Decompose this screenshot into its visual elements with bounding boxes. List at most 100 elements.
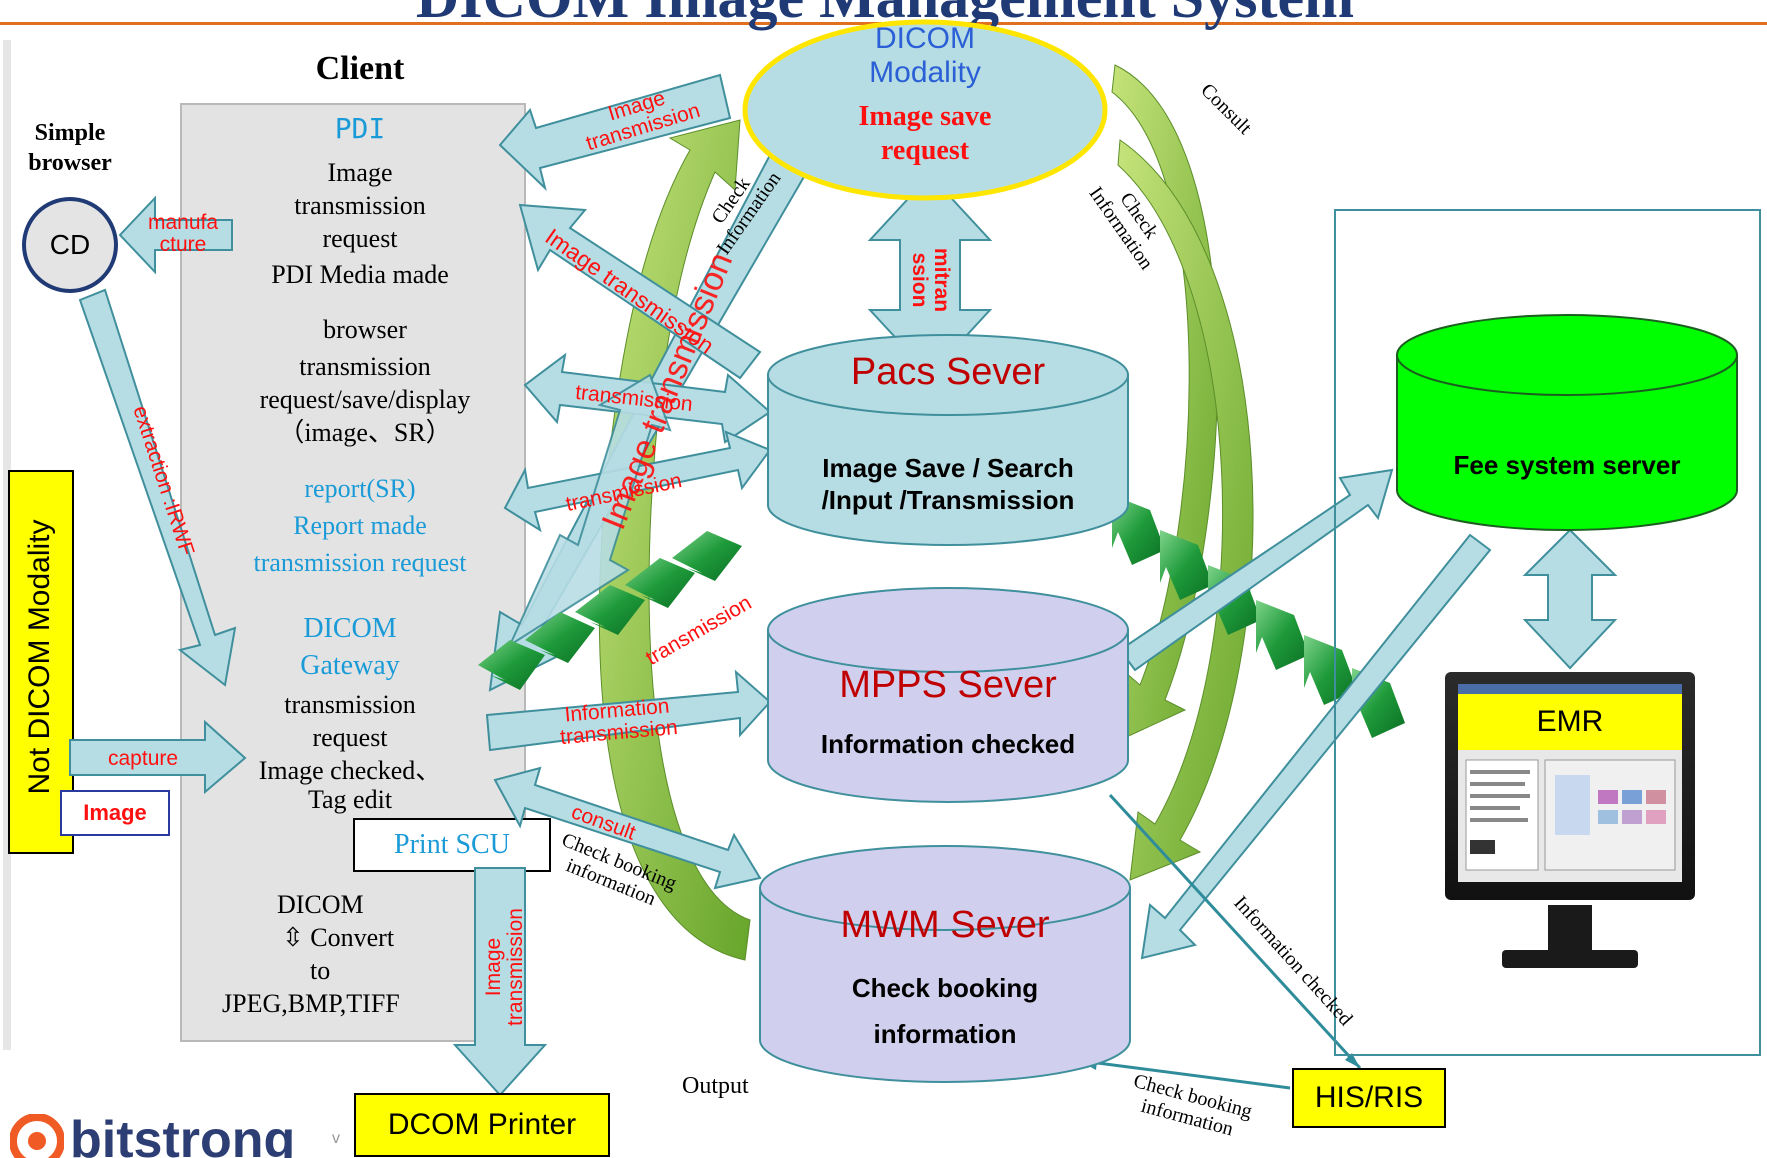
capture-arrow: [69, 719, 247, 795]
modality-ellipse: [742, 19, 1108, 201]
image-save-request-line: request: [880, 135, 970, 166]
mpps-title: MPPS Sever: [839, 664, 1057, 706]
pdi-line: transmission: [294, 191, 426, 220]
browser-line: browser: [323, 315, 407, 344]
fee-mwm-arrow: [1140, 533, 1492, 960]
convert-line: DICOM: [277, 890, 364, 919]
report-text: report(SR) Report made transmission requ…: [215, 470, 505, 581]
his-ris-label: HIS/RIS: [1314, 1081, 1424, 1114]
cd-disc: CD: [22, 197, 118, 293]
gateway-detail-line: transmission: [284, 690, 416, 719]
fee-emr-double-arrow: [1522, 528, 1618, 670]
logo-fragment: v: [332, 1130, 340, 1147]
label-line: manufa: [147, 211, 219, 234]
pacs-to-pdi-arrow: [518, 203, 762, 380]
fee-title: Fee system server: [1453, 450, 1681, 480]
pdi-line: request: [322, 224, 398, 253]
gateway-detail-line: Tag edit: [307, 785, 393, 814]
pacs-detail-line: Image Save / Search: [822, 453, 1074, 483]
extraction-arrow: [78, 288, 237, 687]
modality-to-pdi-arrow: [498, 73, 732, 192]
pdi-line: Image: [327, 158, 393, 187]
simple-browser-line: browser: [28, 150, 112, 176]
fee-cylinder: [1396, 314, 1738, 531]
modality-title-line: Modality: [869, 56, 981, 89]
logo-text: bitstrong: [70, 1111, 296, 1158]
browser-text: browser transmission request/save/displa…: [225, 313, 505, 449]
label-line: mitran: [930, 247, 953, 313]
his-ris-box: HIS/RIS: [1292, 1068, 1446, 1128]
print-arrow: [452, 867, 548, 1097]
convert-line: to: [310, 956, 331, 985]
browser-line: request/save/display: [259, 385, 471, 414]
right-curve-arrow-2: [1117, 139, 1254, 881]
mpps-hisris-arrowhead: [1345, 1053, 1360, 1068]
simple-browser-label: Simple browser: [10, 118, 130, 178]
mitransssion-label: mitran ssion: [908, 230, 953, 330]
gateway-mpps-arrow: [485, 669, 772, 752]
mwm-detail: Check booking information: [760, 965, 1130, 1057]
mpps-hisris-line: [1108, 793, 1362, 1070]
mpps-detail: Information checked: [820, 729, 1076, 759]
label-line: transmission: [504, 908, 527, 1026]
pacs-detail: Image Save / Search /Input /Transmission: [768, 452, 1128, 516]
print-transmission-label: Image transmission: [482, 897, 527, 1037]
pdi-line: PDI Media made: [271, 260, 449, 289]
cd-label: CD: [49, 229, 91, 260]
image-save-request-line: Image save: [858, 101, 992, 132]
mpps-cylinder: [767, 587, 1129, 803]
image-save-request: Image save request: [800, 100, 1050, 168]
hisris-mwm-line: [1089, 1060, 1291, 1090]
manufacture-label: manufa cture: [138, 212, 228, 256]
mwm-cylinder: [759, 845, 1131, 1083]
output-label: Output: [682, 1073, 749, 1099]
print-scu-label: Print SCU: [394, 829, 510, 860]
dcom-printer-label: DCOM Printer: [387, 1108, 577, 1141]
pacs-cylinder: [767, 334, 1129, 546]
image-transmission-big-arrow: [507, 373, 672, 648]
pdi-title: PDI: [334, 112, 386, 145]
pacs-detail-line: /Input /Transmission: [821, 485, 1075, 515]
manufacture-arrow: [118, 195, 233, 275]
mpps-fee-arrow: [1118, 468, 1394, 672]
image-box: Image: [60, 790, 170, 836]
mwm-detail-line: Check booking: [851, 973, 1039, 1003]
gateway-detail-line: request: [312, 723, 388, 752]
convert-text: DICOM ⇳ Convert to JPEG,BMP,TIFF: [222, 888, 462, 1020]
dcom-printer-box: DCOM Printer: [354, 1093, 610, 1157]
simple-browser-line: Simple: [34, 120, 106, 146]
bitstrong-logo: bitstrong: [0, 1110, 300, 1158]
gateway-mwm-arrow: [493, 766, 762, 890]
browser-line: transmission: [299, 352, 431, 381]
print-scu-box: Print SCU: [353, 818, 551, 872]
convert-line: ⇳ Convert: [282, 923, 395, 952]
label-line: cture: [159, 233, 207, 256]
left-edge-rule: [3, 40, 11, 1050]
modality-title-line: DICOM: [875, 22, 975, 55]
gateway-line: DICOM: [303, 613, 397, 644]
gateway-detail: transmission request Image checked、 Tag …: [220, 688, 480, 816]
image-box-label: Image: [83, 800, 147, 825]
logo-icon: [10, 1114, 64, 1158]
capture-label: capture: [108, 747, 179, 770]
client-title: Client: [315, 50, 405, 87]
label-line: Image: [482, 937, 505, 997]
browser-line: （image、SR）: [278, 418, 452, 447]
convert-line: JPEG,BMP,TIFF: [222, 989, 400, 1018]
report-line: transmission request: [253, 548, 467, 577]
emr-label: EMR: [1536, 705, 1604, 738]
report-line: Report made: [293, 511, 427, 540]
gateway-detail-line: Image checked、: [258, 756, 442, 785]
emr-box: EMR: [1458, 694, 1682, 750]
report-line: report(SR): [304, 474, 416, 503]
pacs-title: Pacs Sever: [850, 351, 1046, 393]
gateway-pacs-chevrons: [478, 531, 742, 690]
label-line: ssion: [908, 252, 931, 308]
mwm-detail-line: information: [873, 1019, 1017, 1049]
mwm-title: MWM Sever: [840, 904, 1050, 946]
gateway-line: Gateway: [300, 650, 400, 681]
client-panel: [180, 103, 526, 1042]
gateway-text: DICOM Gateway: [250, 610, 450, 684]
right-panel: [1334, 209, 1761, 1056]
